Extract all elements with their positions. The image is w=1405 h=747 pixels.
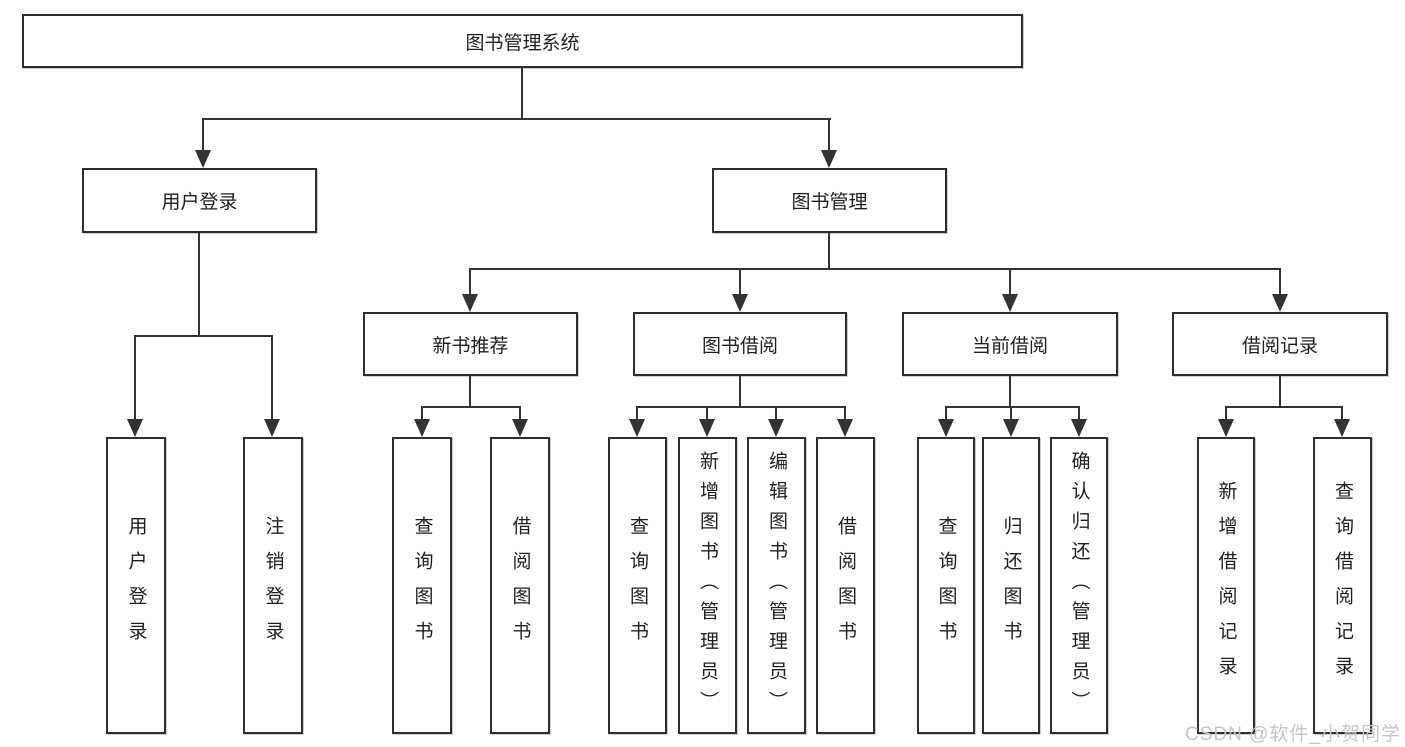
connector-stem-recd-query <box>1341 406 1343 419</box>
node-book-borrow-label: 图书借阅 <box>701 335 778 357</box>
leaf-add-book-admin-label: 新增图书（管理员） <box>697 450 718 721</box>
arrowhead-to-records <box>1272 294 1288 312</box>
leaf-edit-book-admin: 编辑图书（管理员） <box>747 437 806 734</box>
leaf-user-login-label: 用户登录 <box>125 515 147 656</box>
connector-root-trunk <box>521 68 523 120</box>
arrowhead-to-current <box>1002 294 1018 312</box>
leaf-add-borrow-record: 新增借阅记录 <box>1197 437 1255 734</box>
leaf-cur-query-books: 查询图书 <box>917 437 975 734</box>
arrowhead-to-new-rec <box>462 294 478 312</box>
leaf-rec-query-books: 查询图书 <box>392 437 452 734</box>
connector-stem-current <box>1009 268 1011 294</box>
arrowhead-bor-edit <box>768 419 784 437</box>
leaf-confirm-return-admin-label: 确认归还（管理员） <box>1068 450 1090 721</box>
leaf-add-borrow-record-label: 新增借阅记录 <box>1215 480 1237 691</box>
leaf-edit-book-admin-label: 编辑图书（管理员） <box>766 450 787 721</box>
arrowhead-to-leaf-login <box>127 419 143 437</box>
node-current-borrow-label: 当前借阅 <box>971 335 1048 357</box>
connector-stem-leaf-login <box>134 335 136 419</box>
node-root-label: 图书管理系统 <box>465 32 580 54</box>
connector-stem-bor-borrow <box>844 406 846 419</box>
connector-records-trunk <box>1279 376 1281 408</box>
node-user-login: 用户登录 <box>82 168 317 233</box>
node-borrow-records: 借阅记录 <box>1172 312 1388 376</box>
connector-stem-bor-edit <box>775 406 777 419</box>
connector-root-bar <box>202 118 831 120</box>
arrowhead-recd-query <box>1334 419 1350 437</box>
node-new-book-rec: 新书推荐 <box>363 312 578 376</box>
connector-borrow-trunk <box>739 376 741 408</box>
node-book-mgmt-label: 图书管理 <box>791 192 868 213</box>
node-user-login-label: 用户登录 <box>161 192 238 213</box>
connector-records-bar <box>1225 406 1343 408</box>
leaf-bor-query-books-label: 查询图书 <box>627 515 648 656</box>
arrowhead-to-leaf-logout <box>264 419 280 437</box>
connector-stem-mgmt <box>828 118 830 151</box>
connector-stem-rec-borrow <box>519 406 521 419</box>
connector-stem-cur-confirm <box>1078 406 1080 419</box>
connector-current-trunk <box>1009 376 1011 408</box>
leaf-rec-query-books-label: 查询图书 <box>411 515 433 656</box>
node-new-book-rec-label: 新书推荐 <box>432 335 509 357</box>
connector-stem-new-rec <box>469 268 471 294</box>
leaf-add-book-admin: 新增图书（管理员） <box>678 437 737 734</box>
connector-stem-cur-return <box>1010 406 1012 419</box>
leaf-borrow-books: 借阅图书 <box>816 437 875 734</box>
connector-stem-leaf-logout <box>271 335 273 419</box>
node-borrow-records-label: 借阅记录 <box>1241 335 1318 357</box>
arrowhead-recd-add <box>1218 419 1234 437</box>
arrowhead-rec-query <box>414 419 430 437</box>
leaf-query-borrow-record: 查询借阅记录 <box>1313 437 1372 734</box>
leaf-logout-label: 注销登录 <box>262 515 284 656</box>
leaf-return-book: 归还图书 <box>982 437 1040 734</box>
node-current-borrow: 当前借阅 <box>902 312 1118 376</box>
arrowhead-rec-borrow <box>512 419 528 437</box>
connector-stem-records <box>1279 268 1281 294</box>
csdn-watermark: CSDN @软件_小贺同学 <box>1185 724 1401 745</box>
arrowhead-bor-query <box>629 419 645 437</box>
leaf-query-borrow-record-label: 查询借阅记录 <box>1332 480 1353 691</box>
leaf-return-book-label: 归还图书 <box>1000 515 1022 656</box>
connector-stem-bor-query <box>636 406 638 419</box>
connector-stem-cur-query <box>945 406 947 419</box>
leaf-borrow-books-label: 借阅图书 <box>835 515 856 656</box>
connector-stem-borrow <box>739 268 741 294</box>
connector-user-trunk <box>198 233 200 337</box>
arrowhead-to-borrow <box>732 294 748 312</box>
connector-rec-trunk <box>469 376 471 408</box>
connector-user-bar <box>134 335 273 337</box>
arrowhead-cur-confirm <box>1071 419 1087 437</box>
connector-stem-recd-add <box>1225 406 1227 419</box>
arrowhead-to-book-mgmt <box>821 150 837 168</box>
node-book-mgmt: 图书管理 <box>712 168 947 233</box>
arrowhead-cur-return <box>1003 419 1019 437</box>
node-book-borrow: 图书借阅 <box>633 312 847 376</box>
arrowhead-bor-add <box>699 419 715 437</box>
connector-mgmt-bar <box>469 268 1281 270</box>
arrowhead-bor-borrow <box>837 419 853 437</box>
connector-borrow-bar <box>636 406 846 408</box>
connector-stem-rec-query <box>421 406 423 419</box>
leaf-rec-borrow-books: 借阅图书 <box>490 437 550 734</box>
node-root-system: 图书管理系统 <box>22 14 1023 68</box>
connector-stem-bor-add <box>706 406 708 419</box>
leaf-user-login: 用户登录 <box>106 437 166 734</box>
leaf-confirm-return-admin: 确认归还（管理员） <box>1050 437 1108 734</box>
connector-current-bar <box>945 406 1080 408</box>
leaf-rec-borrow-books-label: 借阅图书 <box>509 515 531 656</box>
arrowhead-to-user-login <box>195 150 211 168</box>
connector-stem-user <box>202 118 204 151</box>
connector-rec-bar <box>421 406 521 408</box>
leaf-bor-query-books: 查询图书 <box>608 437 667 734</box>
leaf-cur-query-books-label: 查询图书 <box>935 515 957 656</box>
connector-mgmt-trunk <box>828 233 830 270</box>
leaf-logout: 注销登录 <box>243 437 303 734</box>
arrowhead-cur-query <box>938 419 954 437</box>
